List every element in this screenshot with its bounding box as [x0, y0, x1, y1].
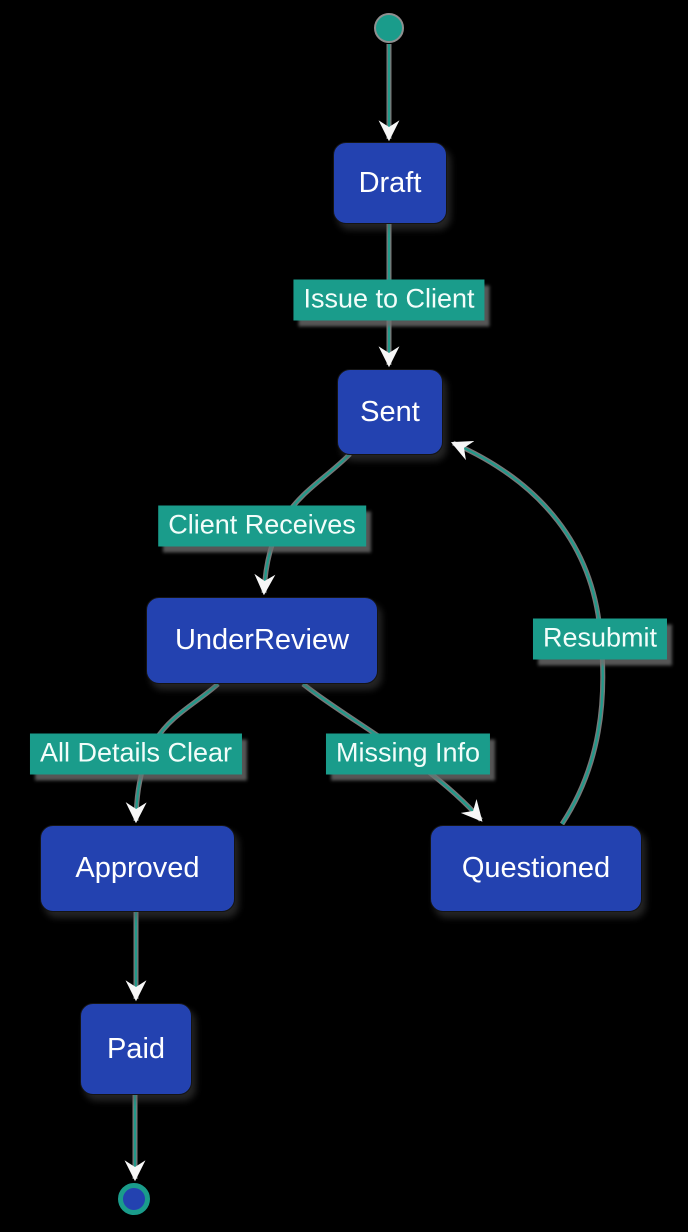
- state-label: Approved: [75, 852, 200, 884]
- transition-label-resubmit: Resubmit: [532, 618, 668, 660]
- state-node-draft: Draft: [333, 142, 447, 224]
- state-label: UnderReview: [174, 624, 350, 656]
- edge-sent-to-underreview: [254, 452, 352, 596]
- transition-label-missing-info: Missing Info: [325, 733, 491, 775]
- edge-underreview-to-approved: [125, 682, 220, 824]
- transition-label-all-details-clear: All Details Clear: [29, 733, 243, 775]
- state-node-approved: Approved: [40, 825, 235, 912]
- state-node-sent: Sent: [337, 369, 443, 455]
- state-node-underreview: UnderReview: [146, 597, 378, 684]
- state-label: Questioned: [461, 852, 611, 884]
- state-label: Sent: [360, 395, 420, 428]
- end-state-icon: [118, 1183, 150, 1215]
- state-label: Draft: [358, 166, 422, 199]
- start-state-icon: [374, 13, 404, 43]
- state-node-paid: Paid: [80, 1003, 192, 1095]
- transition-label-issue-to-client: Issue to Client: [293, 279, 485, 321]
- transition-label-client-receives: Client Receives: [158, 505, 366, 547]
- state-label: Paid: [106, 1032, 166, 1065]
- state-node-questioned: Questioned: [430, 825, 642, 912]
